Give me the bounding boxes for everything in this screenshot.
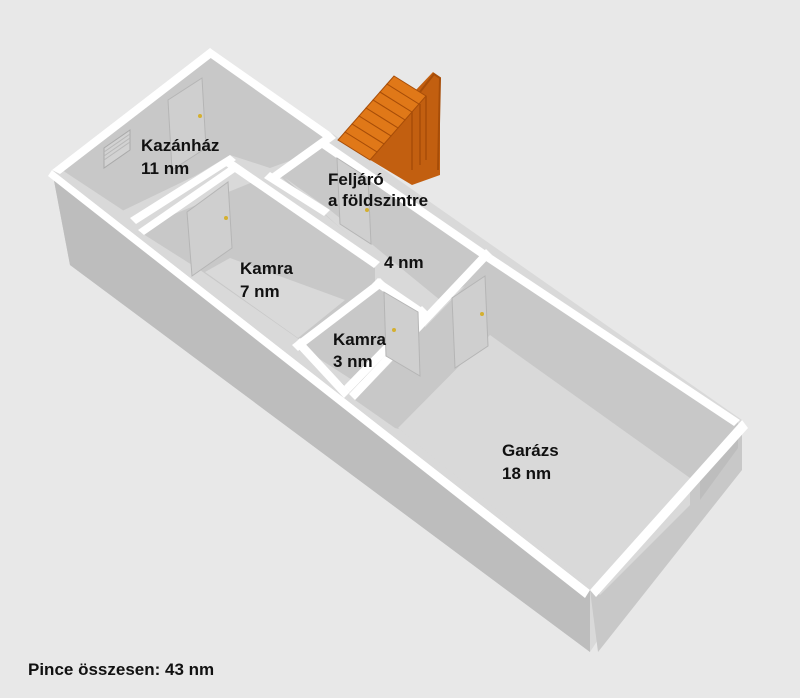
floor-garazs xyxy=(398,335,690,595)
room-area-garazs: 18 nm xyxy=(502,464,551,483)
door-icon xyxy=(186,181,233,277)
room-label-garazs: Garázs xyxy=(502,441,559,460)
total-area-text: Pince összesen: 43 nm xyxy=(28,660,215,679)
floor-kamra7 xyxy=(205,258,345,338)
room-label-kazanhaz: Kazánház xyxy=(141,136,219,155)
door-icon xyxy=(336,157,372,245)
room-label-kamra-3: Kamra xyxy=(333,330,386,349)
room-area-kamra-3: 3 nm xyxy=(333,352,373,371)
door-icon xyxy=(167,77,207,171)
feljaro-back-wall xyxy=(275,140,490,300)
window-icon xyxy=(103,129,131,169)
room-area-kamra-7: 7 nm xyxy=(240,282,280,301)
staircase-icon xyxy=(337,72,442,185)
door-icon xyxy=(451,275,489,369)
room-label-kamra-7: Kamra xyxy=(240,259,293,278)
outer-wall-left-face-shadow xyxy=(52,170,590,652)
door-icon xyxy=(383,291,421,377)
room-area-kazanhaz: 11 nm xyxy=(141,159,189,178)
room-label-feljaro: Feljáró xyxy=(328,170,384,189)
wall-tops xyxy=(48,48,748,598)
room-area-corridor: 4 nm xyxy=(384,253,424,272)
room-label-feljaro-line2: a földszintre xyxy=(328,191,428,210)
